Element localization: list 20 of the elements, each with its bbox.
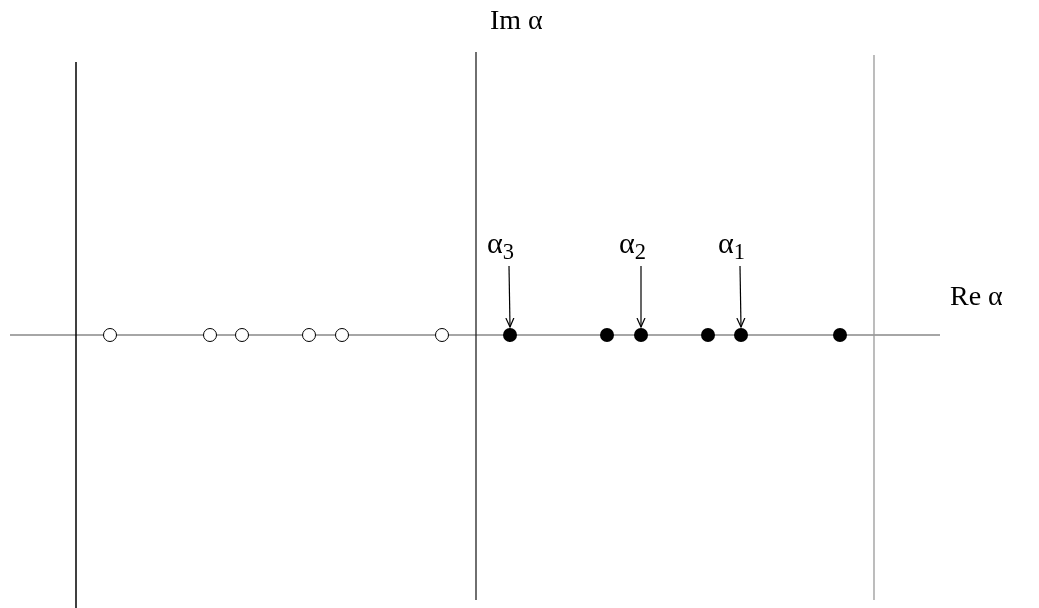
filled-point	[734, 328, 748, 342]
open-point	[435, 328, 449, 342]
filled-point	[833, 328, 847, 342]
filled-point	[701, 328, 715, 342]
arrow	[505, 265, 515, 328]
filled-point	[600, 328, 614, 342]
filled-point	[634, 328, 648, 342]
arrow	[636, 265, 646, 328]
open-point	[302, 328, 316, 342]
arrow	[736, 265, 746, 328]
open-point	[103, 328, 117, 342]
axis-label: Im α	[490, 6, 543, 34]
root-label: α$_{2}$	[619, 228, 646, 258]
root-label: α$_{1}$	[718, 228, 745, 258]
open-point	[335, 328, 349, 342]
axis-label: Re α	[950, 282, 1003, 310]
root-label: α$_{3}$	[487, 228, 514, 258]
open-point	[235, 328, 249, 342]
filled-point	[503, 328, 517, 342]
open-point	[203, 328, 217, 342]
